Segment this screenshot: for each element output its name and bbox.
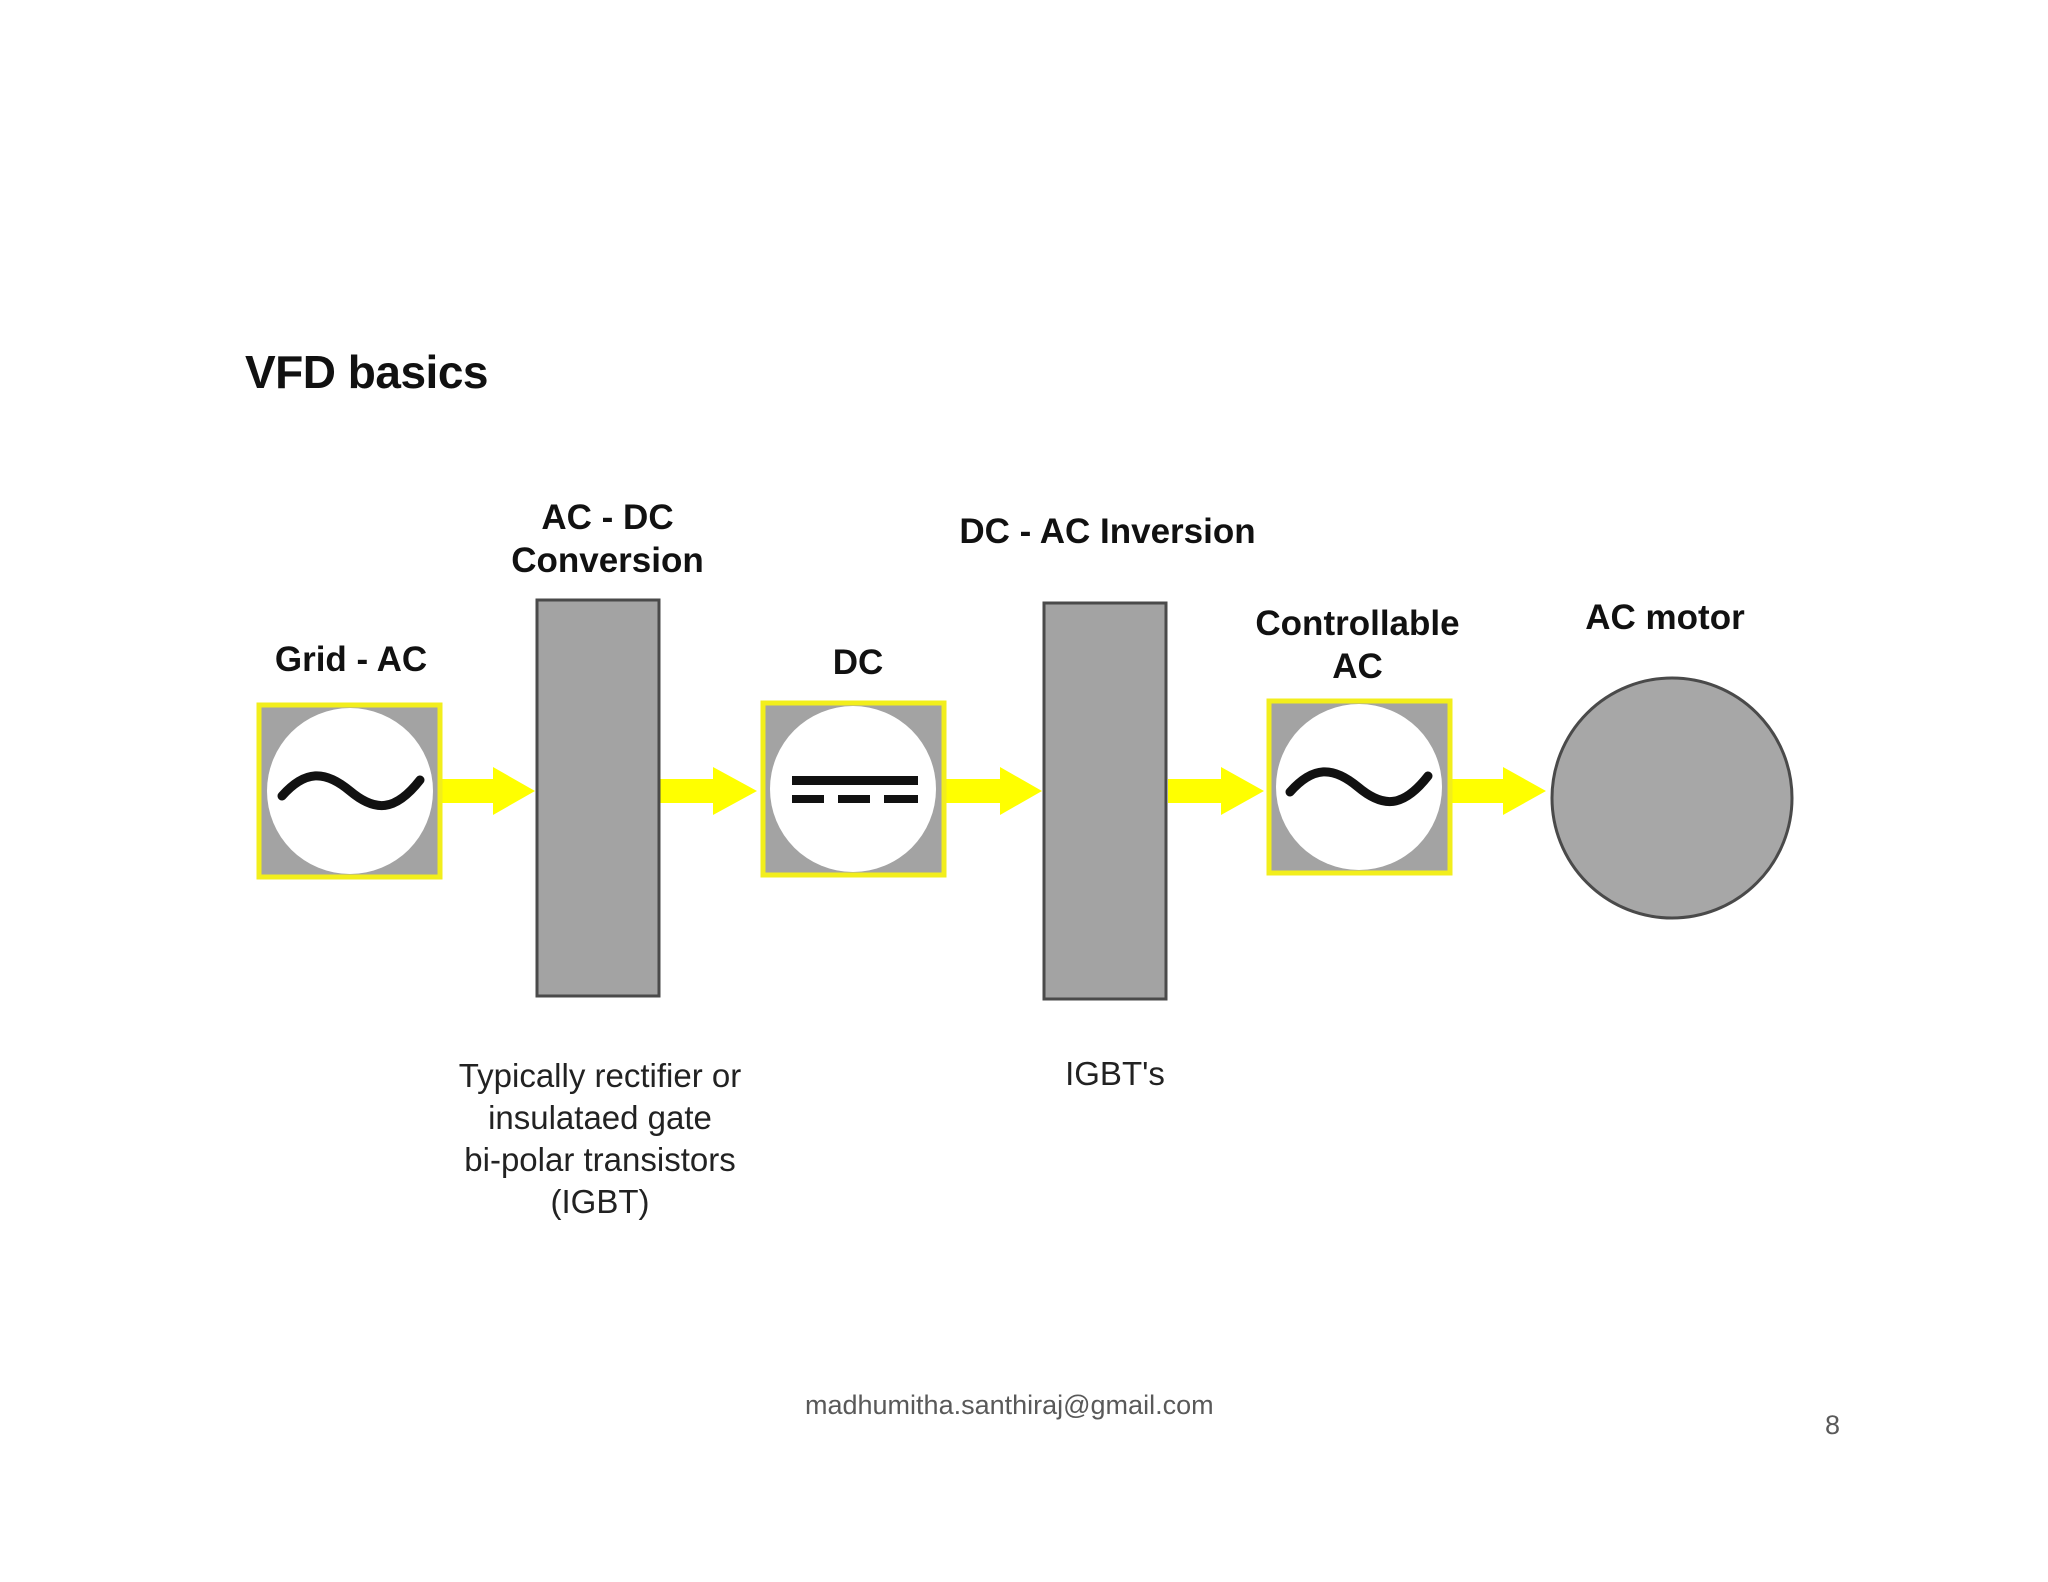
label-ac-dc-line2: Conversion [511,541,704,580]
label-dc: DC [808,641,908,684]
arrow-grid-to-rectifier [440,767,535,815]
flow-arrows [440,767,1546,815]
label-ac-motor-text: AC motor [1585,598,1745,637]
dc-box [760,700,947,878]
note-rectifier: Typically rectifier or insulataed gate b… [440,1055,760,1223]
label-dc-ac-inversion: DC - AC Inversion [955,510,1260,553]
rectifier-block [535,598,661,998]
label-controllable-line1: Controllable [1255,604,1460,643]
arrow-rectifier-to-dc [660,767,757,815]
label-ac-motor: AC motor [1565,596,1765,639]
note-rectifier-line: (IGBT) [550,1183,650,1220]
label-grid-ac: Grid - AC [266,638,436,681]
label-ac-dc-conversion: AC - DC Conversion [500,496,715,582]
sine-wave-icon [277,771,425,810]
footer-email: madhumitha.santhiraj@gmail.com [805,1390,1214,1420]
slide-title: VFD basics [245,346,489,398]
note-igbt-text: IGBT's [1065,1055,1165,1092]
sine-wave-icon [1285,767,1433,806]
page-number: 8 [1825,1410,1841,1440]
controllable-ac-box [1266,698,1453,876]
arrow-controllable-to-motor [1450,767,1546,815]
arrow-dc-to-inverter [944,767,1042,815]
dc-symbol-icon [792,776,918,803]
label-dc-ac-text: DC - AC Inversion [959,512,1256,551]
note-rectifier-line: insulataed gate [488,1099,712,1136]
inverter-block [1042,601,1168,1001]
note-rectifier-line: bi-polar transistors [464,1141,736,1178]
ac-motor-circle [1550,676,1794,920]
label-controllable-ac: Controllable AC [1245,602,1470,688]
label-dc-text: DC [832,643,884,682]
label-controllable-line2: AC [1332,647,1383,686]
label-grid-ac-text: Grid - AC [274,640,428,679]
note-igbt: IGBT's [1040,1053,1190,1095]
note-rectifier-line: Typically rectifier or [458,1057,742,1094]
arrow-inverter-to-controllable [1168,767,1264,815]
grid-ac-box [256,702,443,880]
label-ac-dc-line1: AC - DC [541,498,674,537]
